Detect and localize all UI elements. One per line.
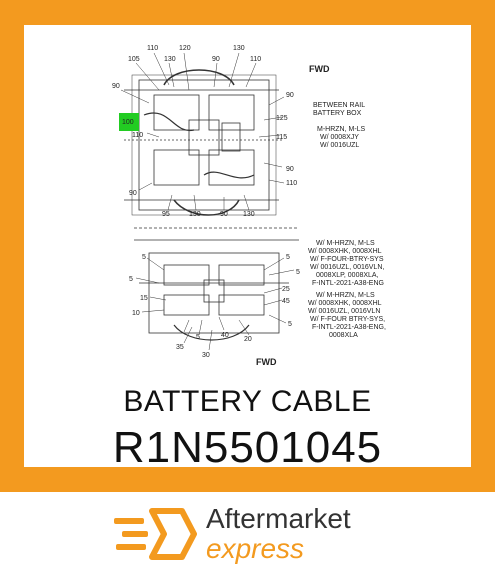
callout-label: 90 <box>129 190 137 197</box>
callout-label: 90 <box>112 83 120 90</box>
highlight-marker <box>119 113 139 131</box>
brand-line-1: Aftermarket <box>206 503 351 534</box>
top-note: BETWEEN RAIL BATTERY BOX M-HRZN, M-LS W/… <box>313 102 366 149</box>
callout-label: 110 <box>250 56 261 63</box>
callout-label: 30 <box>202 352 210 359</box>
product-panel: 110 120 130 105 130 90 110 90 100 110 90… <box>24 25 471 472</box>
note-line: W/ 0008XHK, 0008XHL <box>308 248 382 255</box>
callout-label: 45 <box>282 298 290 305</box>
callout-label: 110 <box>286 180 297 187</box>
parts-diagram: 110 120 130 105 130 90 110 90 100 110 90… <box>112 45 386 367</box>
note-line: W/ 0008XJY <box>320 134 359 141</box>
bottom-battery-box-drawing <box>134 227 299 341</box>
callout-label: 115 <box>276 134 287 141</box>
callout-label: 5 <box>129 276 133 283</box>
product-name: BATTERY CABLE <box>123 385 372 418</box>
callout-label: 90 <box>286 166 294 173</box>
callout-label: 40 <box>221 332 229 339</box>
bottom-note-1: W/ M-HRZN, M-LS W/ 0008XHK, 0008XHL W/ F… <box>308 240 384 287</box>
callout-label: 105 <box>128 56 140 63</box>
note-line: BATTERY BOX <box>313 110 362 117</box>
part-number: R1N5501045 <box>112 423 383 472</box>
callout-label: 110 <box>147 45 158 52</box>
callout-label: 125 <box>276 115 288 122</box>
callout-label: 20 <box>244 336 252 343</box>
bottom-note-2: W/ M-HRZN, M-LS W/ 0008XHK, 0008XHL W/ 0… <box>308 292 386 339</box>
callout-label: 130 <box>233 45 245 52</box>
note-line: W/ M-HRZN, M-LS <box>316 292 375 299</box>
callout-label: 120 <box>179 45 191 52</box>
note-line: 0008XLA <box>329 332 358 339</box>
bottom-leader-lines <box>135 257 295 351</box>
note-line: W/ F-FOUR-BTRY-SYS <box>310 256 384 263</box>
note-line: W/ 0016UZL, 0016VLN, <box>310 264 384 271</box>
top-callouts: 110 120 130 105 130 90 110 90 100 110 90… <box>112 45 297 218</box>
callout-label: 5 <box>288 321 292 328</box>
note-line: W/ F-FOUR BTRY-SYS, <box>310 316 385 323</box>
callout-label: 90 <box>286 92 294 99</box>
note-line: M-HRZN, M-LS <box>317 126 366 133</box>
note-line: W/ 0008XHK, 0008XHL <box>308 300 382 307</box>
callout-label: 10 <box>132 310 140 317</box>
footer <box>0 492 495 575</box>
callout-label: 90 <box>212 56 220 63</box>
brand-line-2: express <box>206 533 305 564</box>
callout-label: 130 <box>189 211 201 218</box>
callout-label: 35 <box>176 344 184 351</box>
note-line: W/ M-HRZN, M-LS <box>316 240 375 247</box>
note-line: W/ 0016UZL, 0016VLN <box>308 308 380 315</box>
note-line: BETWEEN RAIL <box>313 102 365 109</box>
note-line: 0008XLP, 0008XLA, <box>316 272 379 279</box>
callout-label: 5 <box>286 254 290 261</box>
callout-label: 15 <box>140 295 148 302</box>
note-line: W/ 0016UZL <box>320 142 359 149</box>
callout-label: 90 <box>220 211 228 218</box>
top-battery-box-drawing <box>124 69 284 216</box>
fwd-label-bottom: FWD <box>256 357 277 367</box>
callout-label: 5 <box>296 269 300 276</box>
callout-label: 130 <box>243 211 255 218</box>
callout-label: 25 <box>282 286 290 293</box>
callout-label: 130 <box>164 56 176 63</box>
callout-label: 110 <box>132 132 143 139</box>
brand-wordmark: Aftermarket express <box>206 505 351 563</box>
callout-label: 95 <box>162 211 170 218</box>
top-leader-lines <box>120 52 285 211</box>
callout-label: 5 <box>196 334 200 341</box>
brand-logo-icon <box>114 508 197 560</box>
note-line: F-INTL-2021-A38-ENG, <box>312 324 386 331</box>
bottom-callouts: 5 5 5 25 15 45 10 5 5 5 40 20 35 30 <box>129 254 300 359</box>
callout-label: 100 <box>122 119 134 126</box>
fwd-label-top: FWD <box>309 64 330 74</box>
note-line: F-INTL-2021-A38-ENG <box>312 280 384 287</box>
callout-label: 5 <box>142 254 146 261</box>
